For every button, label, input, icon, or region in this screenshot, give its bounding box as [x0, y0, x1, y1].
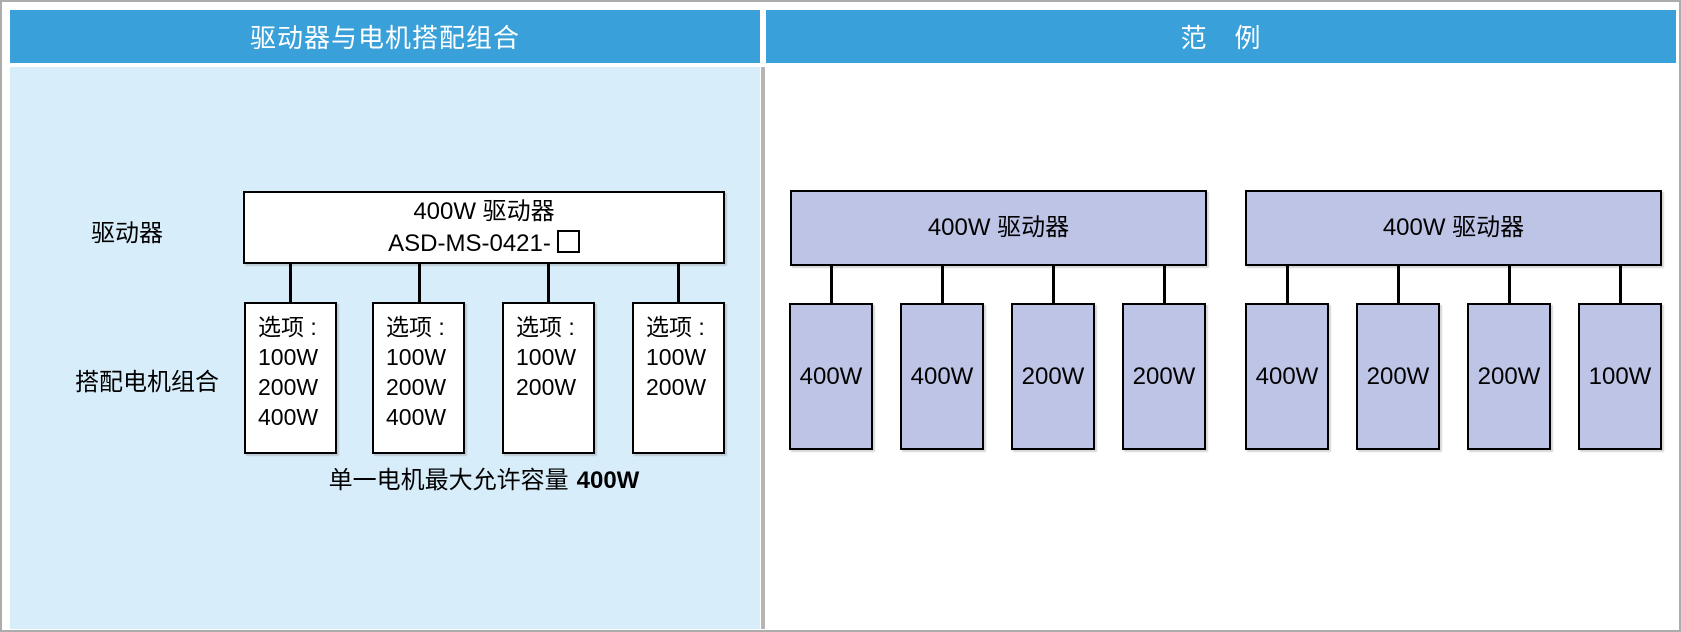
connector-line: [830, 266, 833, 303]
footnote-bold-value: 400W: [576, 467, 640, 494]
right-panel-header-label: 范 例: [1180, 23, 1262, 53]
example-driver-box-2: 400W 驱动器: [1245, 190, 1662, 266]
motor-power-label: 200W: [1477, 362, 1541, 390]
left-panel-header-label: 驱动器与电机搭配组合: [249, 23, 520, 53]
motor-power-label: 200W: [1021, 362, 1085, 390]
motor-option-box-1: 选项 : 100W 200W 400W: [244, 302, 337, 454]
option-value: 200W: [516, 374, 577, 400]
option-value: 100W: [646, 344, 707, 370]
example-motor-box: 200W: [1356, 303, 1440, 450]
connector-line: [418, 264, 421, 303]
connector-line: [1619, 266, 1622, 303]
option-value: 200W: [386, 374, 447, 400]
option-value: 400W: [258, 404, 319, 430]
motor-option-box-2: 选项 : 100W 200W 400W: [372, 302, 465, 454]
max-capacity-footnote: 单一电机最大允许容量 400W: [243, 460, 725, 495]
motor-option-box-3: 选项 : 100W 200W: [502, 302, 595, 454]
connector-line: [1397, 266, 1400, 303]
example-motor-box: 200W: [1122, 303, 1206, 450]
footnote-text: 单一电机最大允许容量: [328, 467, 569, 494]
motor-power-label: 400W: [1255, 362, 1319, 390]
connector-line: [941, 266, 944, 303]
panel-divider: [761, 67, 765, 629]
right-panel-header: 范 例: [766, 10, 1676, 63]
motor-power-label: 400W: [799, 362, 863, 390]
connector-line: [1508, 266, 1511, 303]
option-box-title: 选项 :: [516, 314, 575, 340]
connector-line: [289, 264, 292, 303]
example-motor-box: 100W: [1578, 303, 1662, 450]
motor-row-label: 搭配电机组合: [75, 369, 219, 396]
motor-power-label: 200W: [1132, 362, 1196, 390]
left-driver-box: 400W 驱动器 ASD-MS-0421-: [243, 191, 725, 264]
motor-power-label: 200W: [1366, 362, 1430, 390]
left-driver-model-prefix: ASD-MS-0421-: [388, 229, 551, 257]
connector-line: [1052, 266, 1055, 303]
left-driver-box-line2: ASD-MS-0421-: [388, 228, 580, 260]
motor-power-label: 100W: [1588, 362, 1652, 390]
option-value: 400W: [386, 404, 447, 430]
example-driver-label: 400W 驱动器: [927, 214, 1070, 241]
connector-line: [1163, 266, 1166, 303]
option-box-title: 选项 :: [386, 314, 445, 340]
option-value: 100W: [386, 344, 447, 370]
example-motor-box: 400W: [789, 303, 873, 450]
option-box-title: 选项 :: [258, 314, 317, 340]
option-box-title: 选项 :: [646, 314, 705, 340]
option-value: 100W: [516, 344, 577, 370]
example-motor-box: 200W: [1011, 303, 1095, 450]
connector-line: [1286, 266, 1289, 303]
example-driver-box-1: 400W 驱动器: [790, 190, 1207, 266]
left-panel-header: 驱动器与电机搭配组合: [10, 10, 760, 63]
example-driver-label: 400W 驱动器: [1382, 214, 1525, 241]
driver-row-label: 驱动器: [91, 220, 163, 247]
motor-option-box-4: 选项 : 100W 200W: [632, 302, 725, 454]
connector-line: [547, 264, 550, 303]
example-motor-box: 200W: [1467, 303, 1551, 450]
example-motor-box: 400W: [1245, 303, 1329, 450]
connector-line: [677, 264, 680, 303]
example-motor-box: 400W: [900, 303, 984, 450]
blank-model-suffix-box-icon: [556, 229, 580, 253]
option-value: 200W: [258, 374, 319, 400]
motor-power-label: 400W: [910, 362, 974, 390]
left-driver-box-line1: 400W 驱动器: [413, 197, 555, 225]
option-value: 100W: [258, 344, 319, 370]
option-value: 200W: [646, 374, 707, 400]
